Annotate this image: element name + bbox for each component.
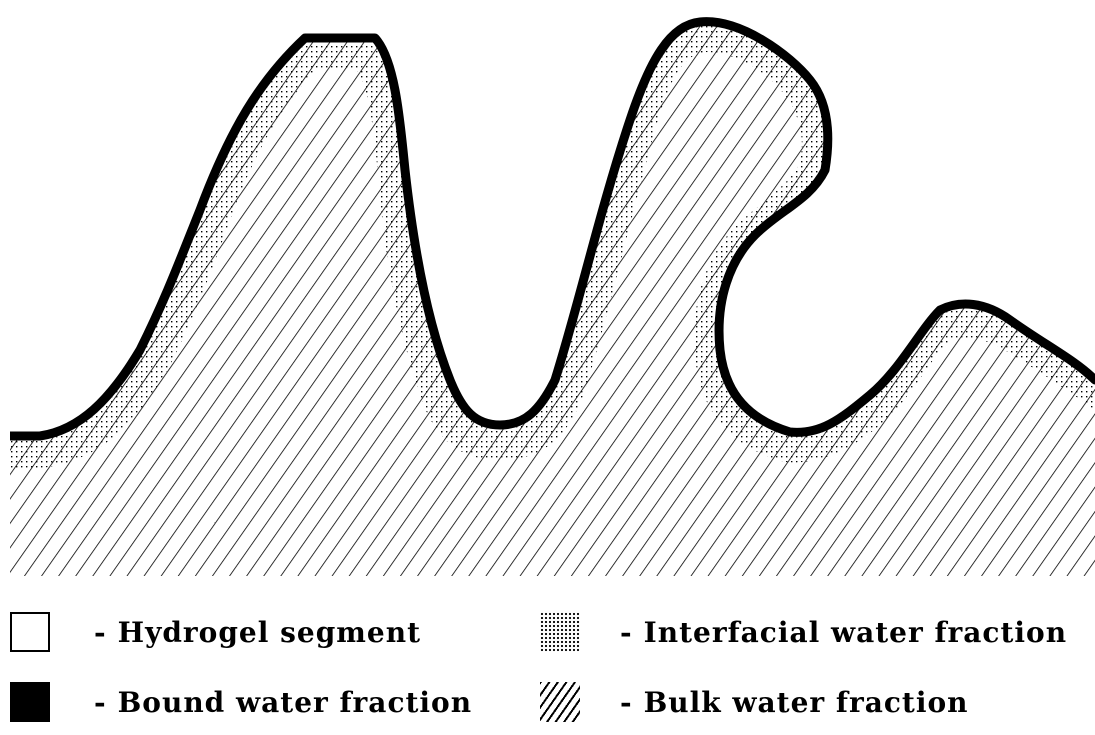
legend-item-hydrogel: - Hydrogel segment [10, 602, 421, 662]
legend-item-bulk: - Bulk water fraction [540, 672, 969, 732]
legend-dash: - [94, 616, 106, 649]
legend-item-bound: - Bound water fraction [10, 672, 472, 732]
legend-label-hydrogel: Hydrogel segment [118, 616, 421, 649]
legend-dash: - [94, 686, 106, 719]
hydrogel-surface-diagram [0, 0, 1095, 580]
legend-dash: - [620, 616, 632, 649]
interfacial-water-swatch [540, 612, 580, 652]
legend-dash: - [620, 686, 632, 719]
hydrogel-swatch [10, 612, 50, 652]
bound-water-swatch [10, 682, 50, 722]
legend-label-bulk: Bulk water fraction [644, 686, 969, 719]
legend: - Hydrogel segment - Bound water fractio… [0, 590, 1095, 735]
legend-item-interfacial: - Interfacial water fraction [540, 602, 1067, 662]
legend-label-interfacial: Interfacial water fraction [644, 616, 1067, 649]
legend-label-bound: Bound water fraction [118, 686, 472, 719]
bulk-water-swatch [540, 682, 580, 722]
